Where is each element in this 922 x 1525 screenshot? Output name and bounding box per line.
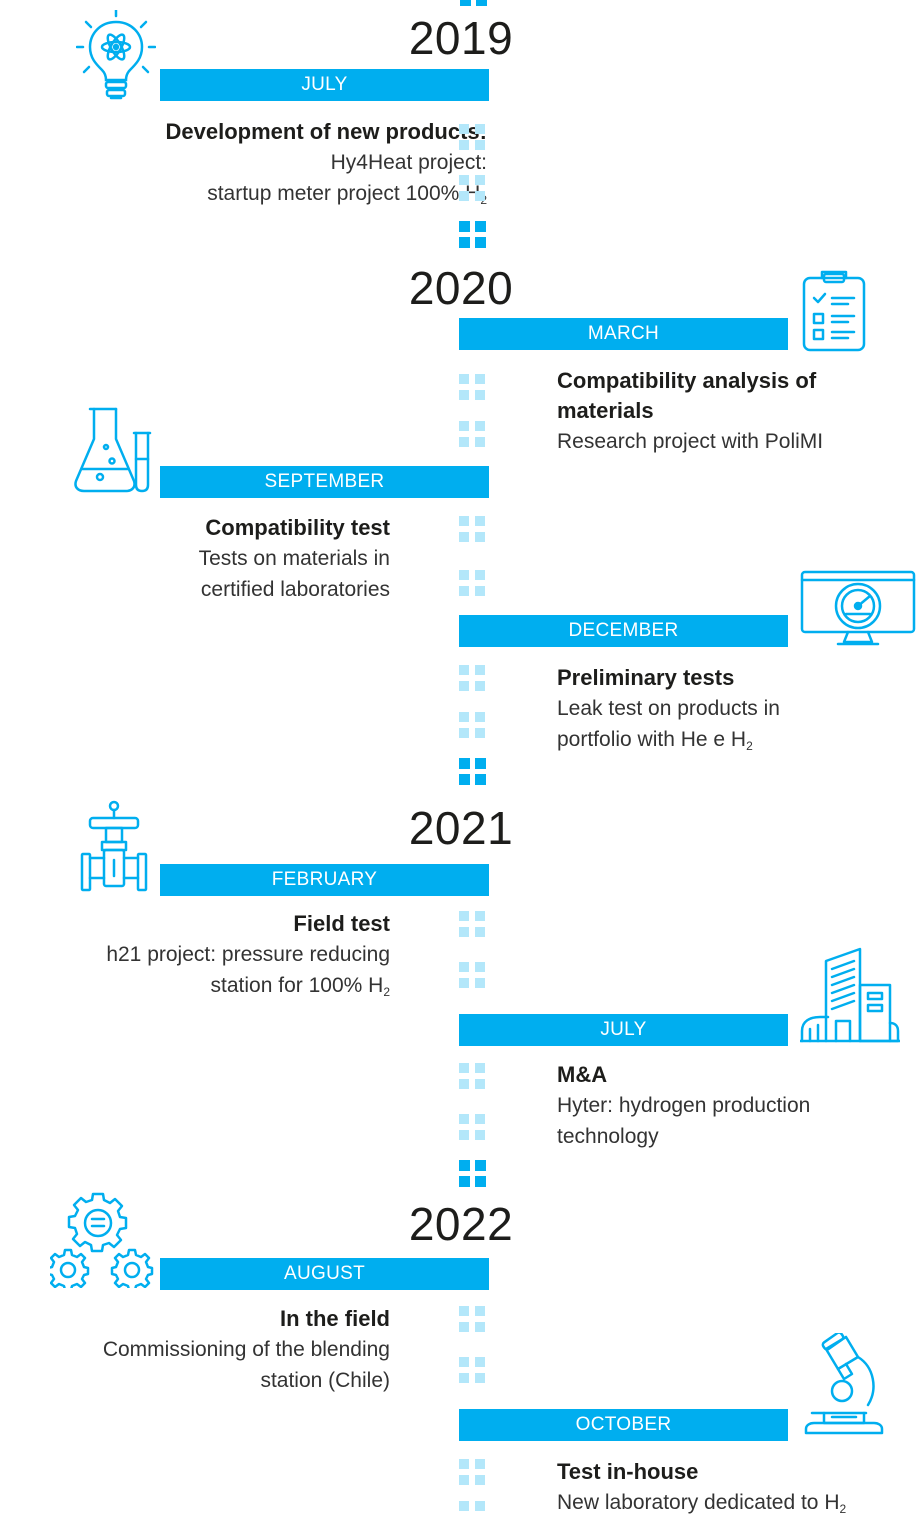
event-title: M&A (557, 1062, 608, 1087)
event-desc-line2: portfolio with He e H2 (557, 728, 753, 753)
year-heading-2022: 2022 (408, 1198, 514, 1250)
event-desc-line2: station (Chile) (260, 1369, 390, 1392)
event-2022-october: Test in-house New laboratory dedicated t… (557, 1457, 917, 1525)
event-desc-line1: h21 project: pressure reducing (106, 943, 390, 966)
month-bar-february-2021: FEBRUARY (160, 864, 489, 896)
event-title-line2: materials (557, 398, 654, 423)
month-bar-july-2019: JULY (160, 69, 489, 101)
month-bar-october-2022: OCTOBER (459, 1409, 788, 1441)
event-desc-line1: Hyter: hydrogen production (557, 1094, 811, 1117)
event-desc-line2: station for 100% H2 (210, 974, 390, 999)
timeline-dots (459, 911, 489, 991)
month-bar-december-2020: DECEMBER (459, 615, 788, 647)
event-2022-august: In the field Commissioning of the blendi… (0, 1304, 390, 1396)
gears-icon (50, 1192, 154, 1288)
timeline-dots (459, 1063, 489, 1187)
event-title: Preliminary tests (557, 665, 735, 690)
timeline-dots (459, 374, 489, 447)
event-2020-march: Compatibility analysis of materials Rese… (557, 366, 917, 457)
year-heading-2019: 2019 (408, 12, 514, 64)
timeline-dots (459, 1459, 489, 1515)
lab-flask-icon (74, 407, 152, 493)
microscope-icon (804, 1333, 884, 1435)
event-desc-line2: startup meter project 100% H2 (207, 182, 487, 207)
year-heading-2020: 2020 (408, 262, 514, 314)
event-2021-july: M&A Hyter: hydrogen production technolog… (557, 1060, 917, 1152)
event-desc-line1: Tests on materials in (198, 547, 390, 570)
event-title-line1: Compatibility analysis of (557, 368, 817, 393)
event-title: Field test (293, 911, 390, 936)
timeline-dots (459, 124, 489, 248)
event-title: Development of new products: (165, 119, 487, 144)
timeline-top-connector (460, 0, 490, 6)
event-desc-line2: technology (557, 1125, 659, 1148)
month-bar-september-2020: SEPTEMBER (160, 466, 489, 498)
event-title: In the field (280, 1306, 390, 1331)
event-desc-line2: certified laboratories (200, 578, 390, 601)
buildings-icon (800, 947, 900, 1043)
event-desc-line1: Commissioning of the blending (102, 1338, 390, 1361)
event-2020-september: Compatibility test Tests on materials in… (0, 513, 390, 605)
event-title: Test in-house (557, 1459, 699, 1484)
month-bar-march-2020: MARCH (459, 318, 788, 350)
event-desc-line1: Research project with PoliMI (557, 430, 824, 453)
clipboard-checklist-icon (802, 270, 866, 352)
timeline-dots (459, 665, 489, 785)
month-bar-july-2021: JULY (459, 1014, 788, 1046)
event-desc-line1: Hy4Heat project: (330, 151, 487, 174)
event-desc-line1: New laboratory dedicated to H2 (557, 1491, 847, 1516)
lightbulb-atom-icon (76, 10, 156, 100)
event-2021-february: Field test h21 project: pressure reducin… (0, 909, 390, 1008)
event-2020-december: Preliminary tests Leak test on products … (557, 663, 917, 762)
timeline-dots (459, 516, 489, 596)
timeline-dots (459, 1306, 489, 1386)
event-2019-july: Development of new products: Hy4Heat pro… (0, 117, 487, 216)
event-title: Compatibility test (205, 515, 390, 540)
year-heading-2021: 2021 (408, 802, 514, 854)
month-bar-august-2022: AUGUST (160, 1258, 489, 1290)
monitor-gauge-icon (800, 570, 916, 646)
event-desc-line1: Leak test on products in (557, 697, 780, 720)
valve-icon (80, 800, 148, 892)
